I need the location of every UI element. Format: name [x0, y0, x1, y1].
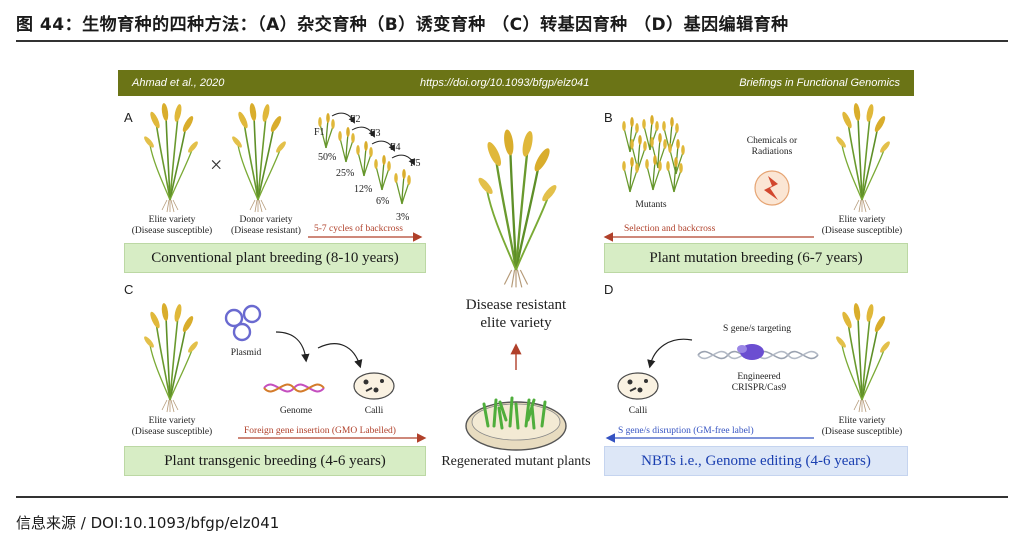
targeting-caption: S gene/s targeting: [723, 324, 791, 334]
gen-f2: F2: [350, 114, 361, 125]
mutation-breeding-box: Plant mutation breeding (6-7 years): [604, 243, 908, 273]
banner-citation: Ahmad et al., 2020: [132, 77, 225, 89]
regenerated-plants-dish-icon: [465, 396, 567, 451]
footer-divider: [16, 496, 1008, 498]
calli-caption-d: Calli: [628, 406, 648, 416]
panel-c-letter: C: [124, 282, 134, 297]
panel-a-donor-caption: Donor variety(Disease resistant): [231, 215, 301, 236]
center-illustration: [465, 127, 567, 451]
regenerated-plants-label: Regenerated mutant plants: [441, 454, 591, 469]
figure-banner: Ahmad et al., 2020 https://doi.org/10.10…: [118, 70, 914, 96]
percent-3: 3%: [396, 212, 410, 223]
calli-dish-icon: [353, 372, 395, 400]
panel-b-letter: B: [604, 110, 613, 125]
plasmid-caption: Plasmid: [230, 348, 262, 358]
percent-6: 6%: [376, 196, 390, 207]
banner-doi-link[interactable]: https://doi.org/10.1093/bfgp/elz041: [420, 77, 590, 89]
genome-dna-icon: [263, 383, 325, 393]
panel-d-arrow-label: S gene/s disruption (GM-free label): [618, 426, 754, 436]
panel-a-letter: A: [124, 110, 133, 125]
crispr-dna-icon: [697, 344, 819, 360]
panel-c-elite-caption: Elite variety(Disease susceptible): [131, 416, 213, 437]
transgenic-breeding-box: Plant transgenic breeding (4-6 years): [124, 446, 426, 476]
percent-50: 50%: [318, 152, 337, 163]
panel-a-arrow-label: 5-7 cycles of backcross: [314, 224, 403, 234]
calli-dish-d-icon: [617, 372, 659, 400]
conventional-breeding-box: Conventional plant breeding (8-10 years): [124, 243, 426, 273]
panel-b-arrow-label: Selection and backcross: [624, 224, 716, 234]
header-divider: [16, 40, 1008, 42]
panel-a-illustration: [141, 101, 423, 242]
percent-25: 25%: [336, 168, 355, 179]
cross-symbol: ×: [210, 152, 223, 177]
banner-journal: Briefings in Functional Genomics: [739, 77, 900, 89]
percent-12: 12%: [354, 184, 373, 195]
panel-b-elite-caption: Elite variety(Disease susceptible): [821, 215, 903, 236]
panel-d-elite-caption: Elite variety(Disease susceptible): [821, 416, 903, 437]
panel-a-elite-caption: Elite variety(Disease susceptible): [131, 215, 213, 236]
radiation-icon: [754, 170, 790, 206]
panel-c-illustration: [141, 301, 427, 443]
plasmid-icon: [224, 304, 262, 342]
calli-caption-c: Calli: [364, 406, 384, 416]
gen-f5: F5: [410, 158, 421, 169]
mutants-caption: Mutants: [635, 200, 667, 210]
genome-editing-box: NBTs i.e., Genome editing (4-6 years): [604, 446, 908, 476]
panel-d-letter: D: [604, 282, 614, 297]
gen-f4: F4: [390, 142, 401, 153]
breeding-methods-figure: Ahmad et al., 2020 https://doi.org/10.10…: [118, 70, 914, 480]
genome-caption: Genome: [279, 406, 313, 416]
panel-b-illustration: [603, 101, 893, 242]
page-title: 图 44：生物育种的四种方法：（A）杂交育种（B）诱变育种 （C）转基因育种 （…: [16, 15, 789, 35]
panel-c-arrow-label: Foreign gene insertion (GMO Labelled): [244, 426, 396, 436]
panel-d-illustration: [605, 301, 893, 443]
source-note: 信息来源 / DOI:10.1093/bfgp/elz041: [16, 514, 280, 532]
gen-f3: F3: [370, 128, 381, 139]
gen-f1: F1: [314, 127, 325, 138]
resistant-rice-plant-icon: [475, 127, 560, 289]
